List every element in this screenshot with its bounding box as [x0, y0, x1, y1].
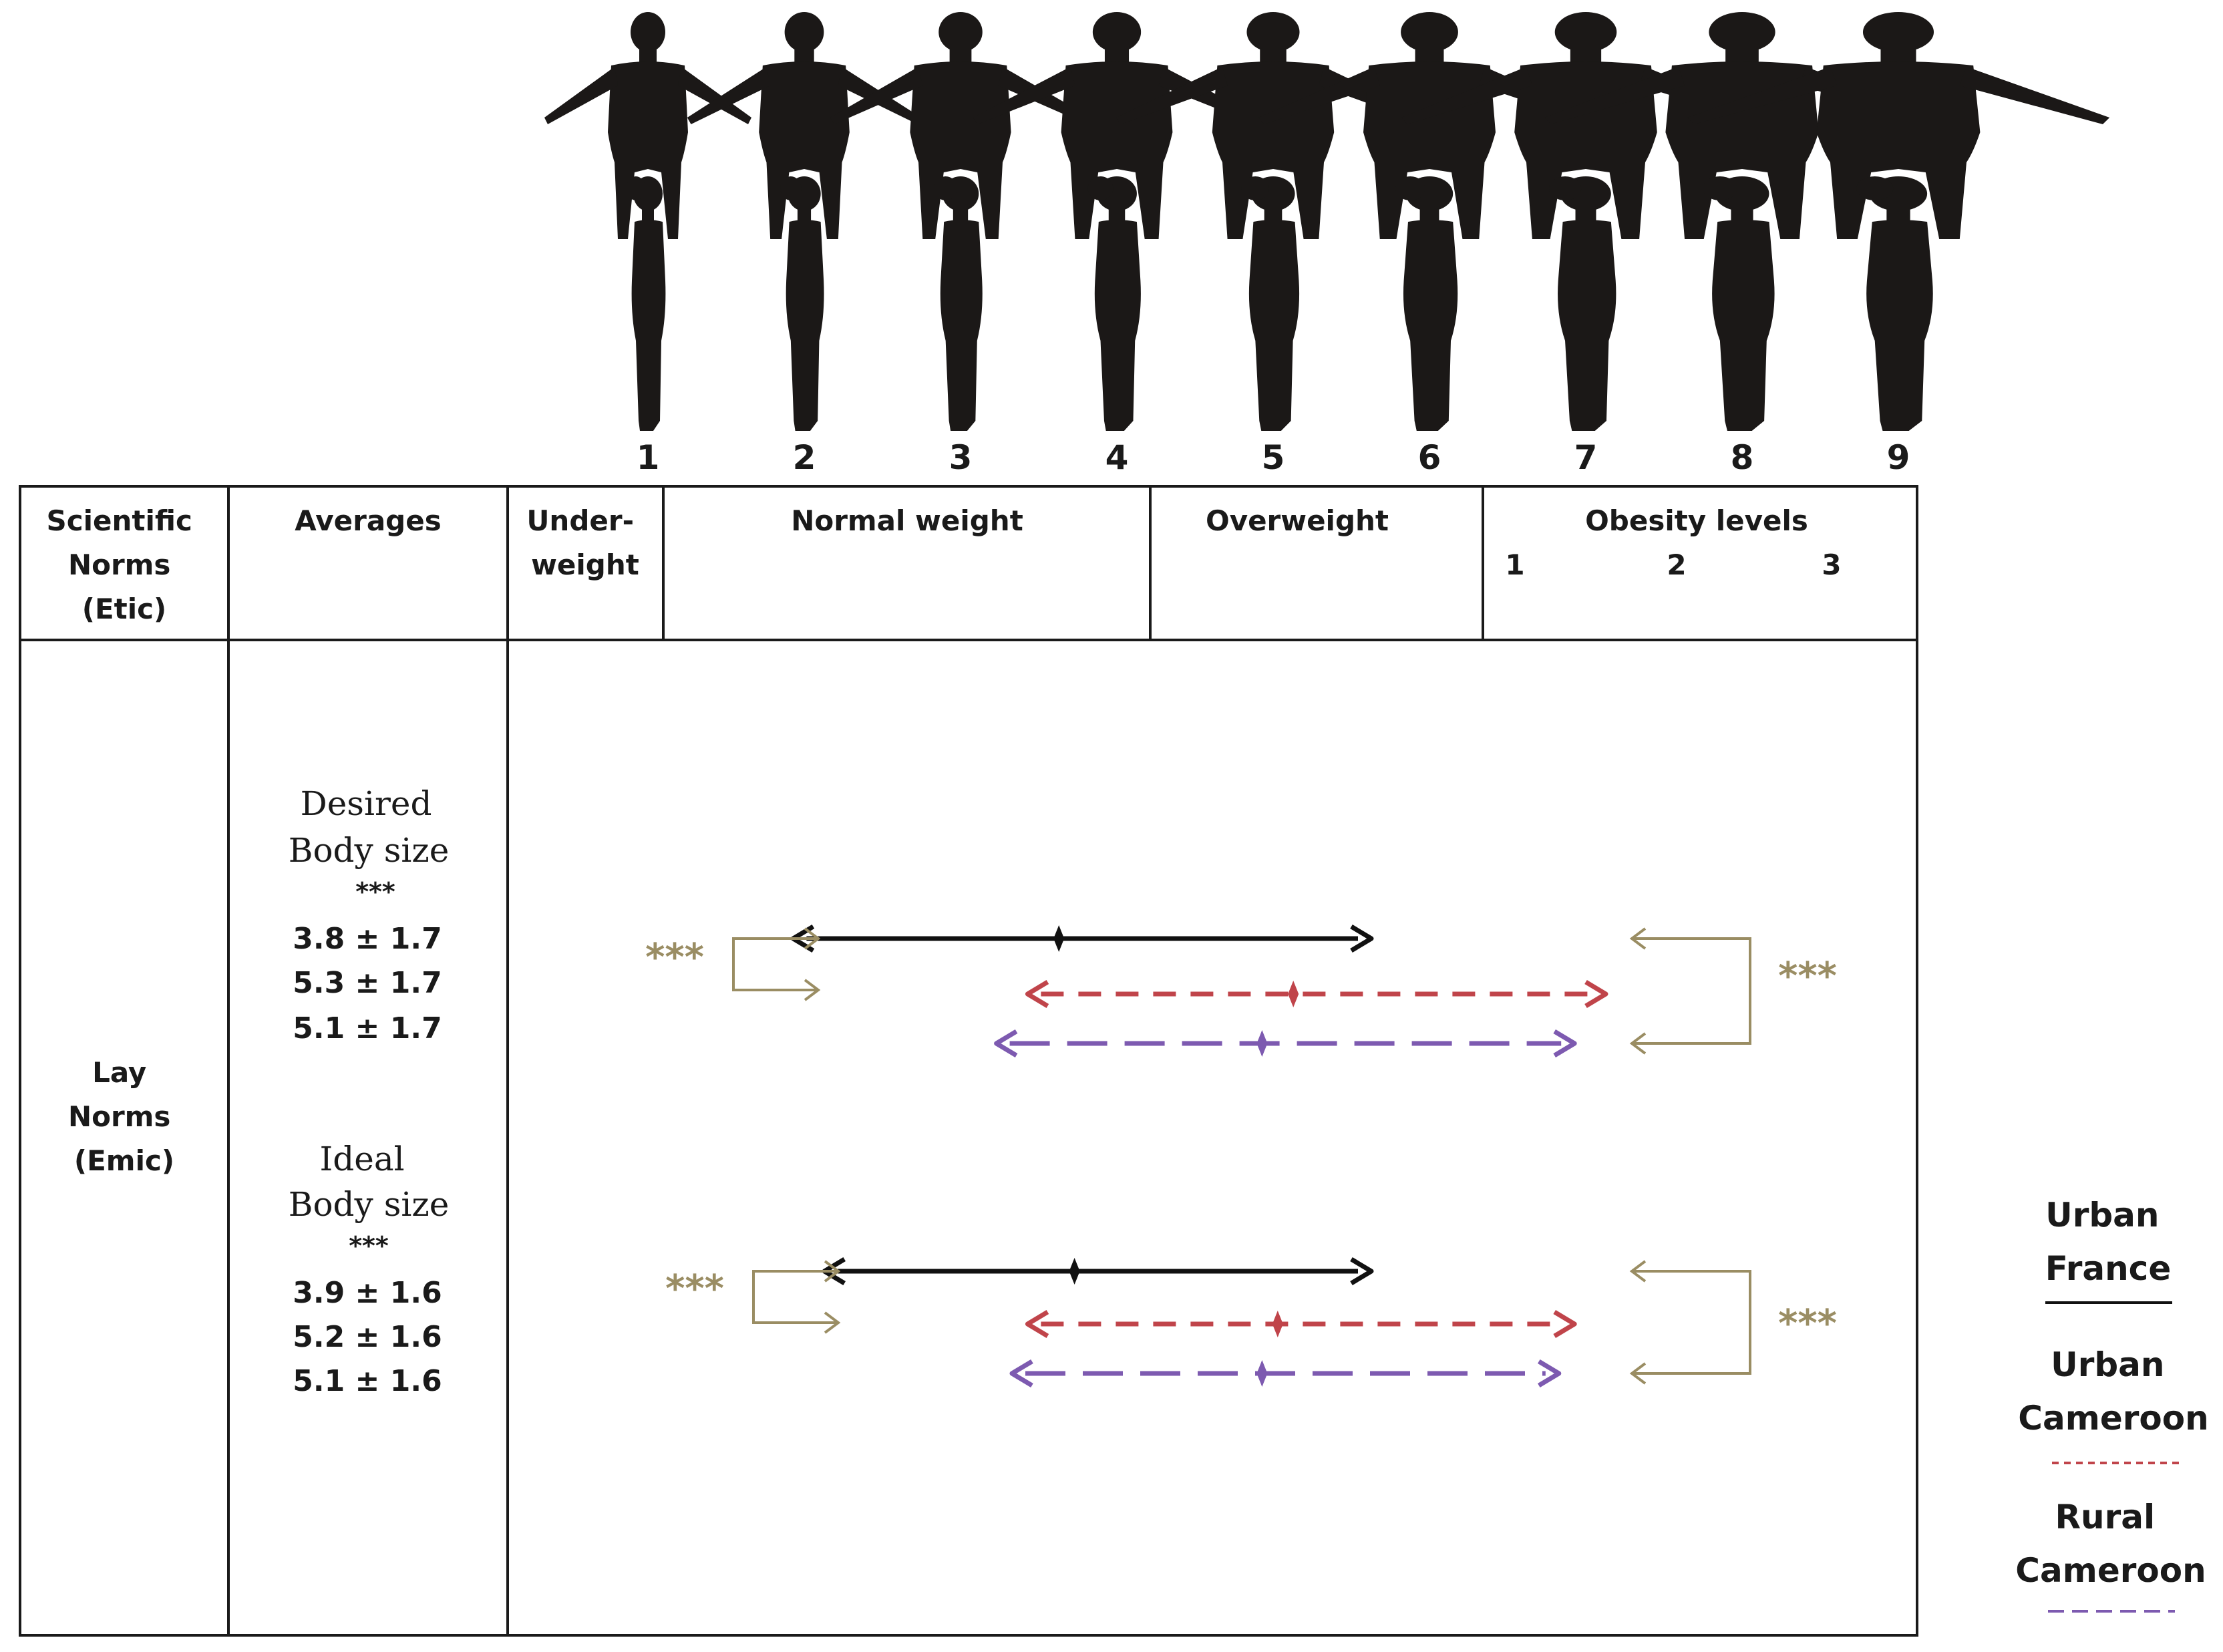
silhouette-numbers: 1 2 3 4 5 6 7 8 9 — [637, 438, 1910, 477]
legend-label: Rural Cameroon — [2015, 1498, 2206, 1590]
range-arrow-rural-cameroon — [1009, 1359, 1562, 1388]
legend-item-urban-cameroon: Urban Cameroon — [2018, 1345, 2209, 1464]
table-grid — [19, 485, 1918, 1637]
ideal-value: 5.2 ± 1.6 — [293, 1320, 442, 1354]
mean-marker — [1069, 1258, 1080, 1285]
range-arrows — [790, 924, 1608, 1388]
legend-label: Urban Cameroon — [2018, 1345, 2208, 1438]
silhouette-number: 7 — [1574, 438, 1598, 477]
lay-norms-label: Lay Norms (Emic) — [68, 1056, 180, 1177]
header-underweight: Under- weight — [526, 504, 643, 581]
silhouette-number: 9 — [1887, 438, 1910, 477]
desired-title: Desired Body size — [289, 784, 450, 870]
desired-value: 5.1 ± 1.7 — [293, 1011, 442, 1045]
significance-brackets — [732, 927, 1751, 1385]
desired-value: 3.8 ± 1.7 — [293, 922, 442, 956]
significance-stars: *** *** *** *** — [645, 936, 1837, 1345]
obesity-level-number: 3 — [1822, 548, 1841, 581]
header-normal-weight: Normal weight — [791, 504, 1023, 537]
obesity-level-number: 1 — [1505, 548, 1524, 581]
mean-marker — [1288, 981, 1299, 1007]
header-obesity-levels: Obesity levels — [1585, 504, 1808, 537]
legend: Urban France Urban Cameroon Rural Camero… — [2015, 1196, 2209, 1613]
silhouette-side — [934, 176, 983, 431]
legend-item-urban-france: Urban France — [2045, 1196, 2172, 1304]
range-arrow-urban-france — [790, 924, 1374, 953]
legend-item-rural-cameroon: Rural Cameroon — [2015, 1498, 2206, 1613]
bracket-ideal-left — [752, 1260, 841, 1334]
ideal-averages: Ideal Body size *** 3.9 ± 1.6 5.2 ± 1.6 … — [289, 1140, 450, 1398]
mean-marker — [1256, 1360, 1268, 1387]
silhouette-side — [1548, 176, 1616, 431]
silhouette-number: 3 — [949, 438, 973, 477]
stars-ideal-left: *** — [665, 1267, 724, 1311]
mean-marker — [1256, 1030, 1268, 1057]
ideal-value: 5.1 ± 1.6 — [293, 1364, 442, 1398]
range-arrow-urban-cameroon — [1025, 1309, 1577, 1339]
ideal-title: Ideal Body size — [289, 1140, 450, 1224]
desired-averages: Desired Body size *** 3.8 ± 1.7 5.3 ± 1.… — [289, 784, 450, 1045]
silhouette-number: 5 — [1262, 438, 1285, 477]
range-arrow-urban-cameroon — [1025, 979, 1608, 1009]
desired-value: 5.3 ± 1.7 — [293, 966, 442, 1000]
stars-ideal-right: *** — [1778, 1302, 1837, 1345]
ideal-significance: *** — [349, 1231, 389, 1261]
silhouette-side — [1703, 176, 1775, 431]
range-arrow-urban-france — [822, 1257, 1374, 1286]
header-overweight: Overweight — [1206, 504, 1389, 537]
silhouette-number: 2 — [793, 438, 816, 477]
silhouettes-side-row — [627, 176, 1933, 431]
bracket-desired-right — [1629, 927, 1751, 1055]
stars-desired-right: *** — [1778, 955, 1837, 998]
stars-desired-left: *** — [645, 936, 704, 979]
silhouette-side — [1241, 176, 1300, 431]
desired-significance: *** — [355, 877, 395, 906]
mean-marker — [1272, 1311, 1283, 1337]
silhouette-number: 4 — [1105, 438, 1129, 477]
bracket-desired-left — [732, 927, 821, 1001]
silhouettes-front-row — [544, 12, 2110, 239]
table-header: Scientific Norms (Etic) Averages Under- … — [46, 504, 1841, 625]
silhouette-side — [1856, 176, 1933, 431]
legend-label: Urban France — [2045, 1196, 2172, 1288]
silhouette-number: 6 — [1418, 438, 1441, 477]
silhouette-side — [780, 176, 824, 431]
range-arrow-rural-cameroon — [994, 1029, 1577, 1058]
silhouette-number: 1 — [637, 438, 660, 477]
header-averages: Averages — [295, 504, 441, 537]
silhouette-side — [1395, 176, 1458, 431]
bracket-ideal-right — [1629, 1260, 1751, 1385]
header-scientific-norms: Scientific Norms (Etic) — [46, 504, 202, 625]
ideal-value: 3.9 ± 1.6 — [293, 1276, 442, 1310]
silhouette-side — [627, 176, 666, 431]
silhouette-number: 8 — [1731, 438, 1754, 477]
silhouette-side — [1087, 176, 1141, 431]
obesity-level-number: 2 — [1667, 548, 1686, 581]
mean-marker — [1053, 925, 1065, 952]
